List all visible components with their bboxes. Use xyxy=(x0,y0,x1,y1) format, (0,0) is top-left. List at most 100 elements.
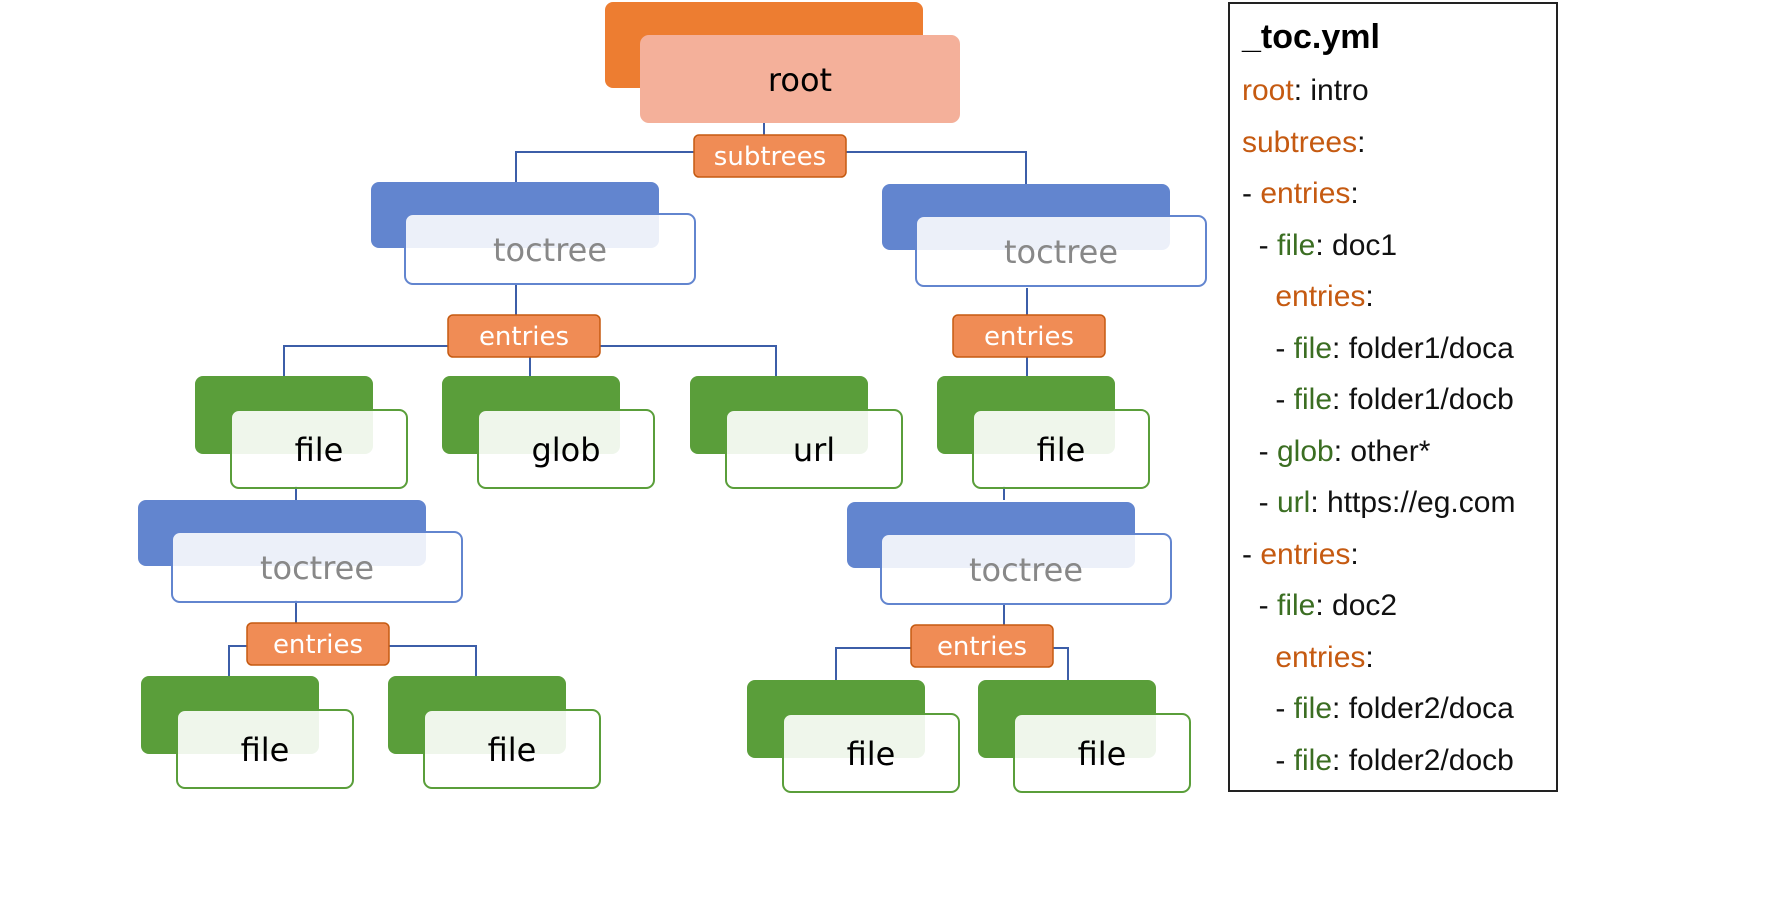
toc-value: folder1/doca xyxy=(1348,331,1514,365)
toc-key: file xyxy=(1293,383,1333,416)
toc-key: subtrees xyxy=(1242,125,1358,159)
entries-tag xyxy=(910,624,1054,668)
entries-tag xyxy=(952,314,1106,358)
toc-line: - entries: xyxy=(1242,538,1359,572)
toc-indent: - xyxy=(1242,743,1294,777)
toc-key: entries xyxy=(1260,537,1351,571)
toc-key: file xyxy=(1277,589,1316,622)
file-node-label: file xyxy=(295,431,344,469)
toc-separator: : xyxy=(1365,280,1374,313)
glob-node-label: glob xyxy=(531,431,600,469)
toc-separator: : xyxy=(1365,640,1374,674)
toc-indent: - xyxy=(1242,228,1277,262)
toc-line: - file: doc2 xyxy=(1242,589,1397,623)
toctree-node-front xyxy=(880,533,1172,605)
toc-separator: : xyxy=(1350,177,1359,210)
toc-line: subtrees: xyxy=(1242,126,1365,160)
toc-key: file xyxy=(1277,228,1316,262)
file-node-front xyxy=(176,709,354,789)
toc-key: entries xyxy=(1275,280,1366,313)
glob-node-front xyxy=(477,409,655,489)
toc-line: - entries: xyxy=(1242,177,1359,211)
file-node-label: file xyxy=(1078,735,1127,773)
toc-value: doc1 xyxy=(1332,228,1398,262)
toc-indent: - xyxy=(1242,177,1261,210)
toc-indent: - xyxy=(1242,434,1277,468)
toc-separator: : xyxy=(1332,331,1349,365)
url-node-label: url xyxy=(793,431,835,469)
toc-indent: - xyxy=(1242,486,1277,519)
toc-key: entries xyxy=(1260,177,1351,210)
entries-tag-label: entries xyxy=(479,322,569,352)
toc-line: - file: folder2/docb xyxy=(1242,744,1514,778)
toc-value: folder1/docb xyxy=(1348,383,1514,416)
toc-key: file xyxy=(1293,743,1333,777)
toc-key: file xyxy=(1293,692,1333,725)
file-node-label: file xyxy=(1037,431,1086,469)
toc-indent: - xyxy=(1242,383,1294,416)
toc-indent: - xyxy=(1242,692,1294,725)
toctree-node-label: toctree xyxy=(493,231,607,269)
toc-line: - file: folder2/doca xyxy=(1242,692,1514,726)
toc-line: entries: xyxy=(1242,640,1374,675)
toc-line: - url: https://eg.com xyxy=(1242,486,1516,520)
entries-tag xyxy=(246,622,390,666)
toc-key: glob xyxy=(1277,434,1334,468)
toc-separator: : xyxy=(1332,383,1349,416)
root-node-label: root xyxy=(768,61,832,99)
entries-tag-label: entries xyxy=(273,630,363,660)
url-node-front xyxy=(725,409,903,489)
toc-separator: : xyxy=(1310,486,1328,519)
toc-indent xyxy=(1242,641,1275,674)
toc-line: - file: folder1/docb xyxy=(1242,383,1514,417)
toctree-node-label: toctree xyxy=(969,551,1083,589)
file-node-label: file xyxy=(241,731,290,769)
subtrees-tag xyxy=(693,134,847,178)
toc-separator: : xyxy=(1333,434,1351,468)
toc-value: doc2 xyxy=(1332,589,1398,622)
toc-key: entries xyxy=(1275,640,1366,674)
toc-indent: - xyxy=(1242,589,1277,622)
toctree-node-front xyxy=(404,213,696,285)
toc-line: - glob: other* xyxy=(1242,434,1431,469)
toctree-node-front xyxy=(171,531,463,603)
toc-separator: : xyxy=(1332,743,1349,777)
toc-value: folder2/docb xyxy=(1348,743,1514,777)
toc-value: folder2/doca xyxy=(1348,692,1514,725)
file-node-front xyxy=(972,409,1150,489)
toc-separator: : xyxy=(1350,537,1359,571)
file-node-front xyxy=(423,709,601,789)
toc-value: intro xyxy=(1310,74,1369,107)
toc-line: - file: doc1 xyxy=(1242,229,1397,263)
root-node-front xyxy=(640,35,960,123)
toc-value: https://eg.com xyxy=(1327,486,1516,519)
toc-separator: : xyxy=(1315,589,1333,622)
file-node-front xyxy=(782,713,960,793)
file-node-front xyxy=(1013,713,1191,793)
toctree-node-label: toctree xyxy=(260,549,374,587)
toc-line: entries: xyxy=(1242,280,1374,314)
toc-value: other* xyxy=(1350,434,1431,468)
file-node-front xyxy=(230,409,408,489)
entries-tag xyxy=(447,314,601,358)
toc-separator: : xyxy=(1315,228,1333,262)
entries-tag-label: entries xyxy=(984,322,1074,352)
toc-line: - file: folder1/doca xyxy=(1242,332,1514,366)
file-node-label: file xyxy=(488,731,537,769)
toctree-node-front xyxy=(915,215,1207,287)
toc-line: root: intro xyxy=(1242,74,1369,108)
toc-indent: - xyxy=(1242,331,1294,365)
subtrees-tag-label: subtrees xyxy=(714,142,826,172)
toc-key: file xyxy=(1293,331,1333,365)
toc-indent xyxy=(1242,280,1275,313)
toc-separator: : xyxy=(1293,74,1311,107)
toc-separator: : xyxy=(1357,125,1366,159)
toc-indent: - xyxy=(1242,537,1261,571)
file-node-label: file xyxy=(847,735,896,773)
toc-title: _toc.yml xyxy=(1242,18,1380,56)
toc-key: root xyxy=(1242,74,1294,107)
toc-key: url xyxy=(1277,486,1311,519)
entries-tag-label: entries xyxy=(937,632,1027,662)
